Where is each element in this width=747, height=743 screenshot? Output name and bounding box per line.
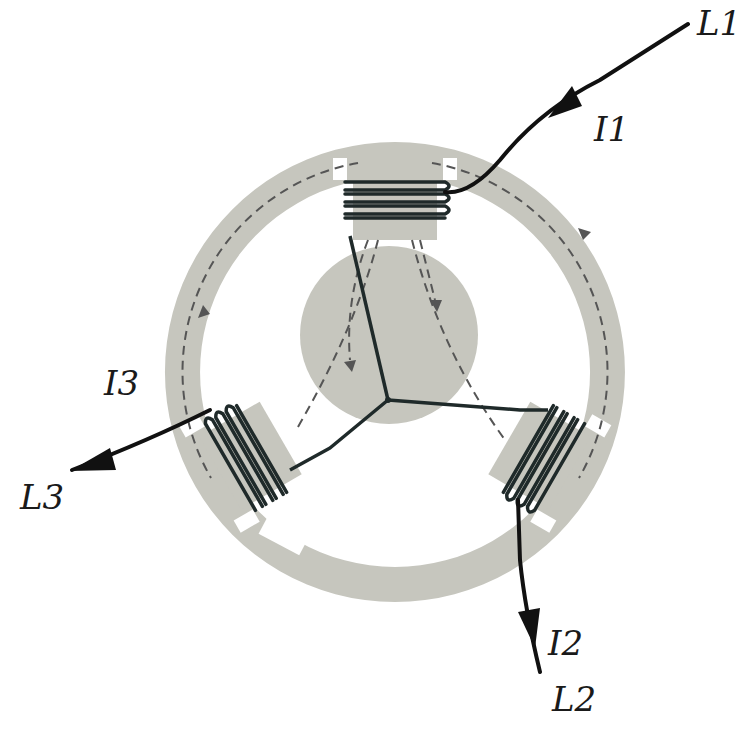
flux-line [183,163,608,478]
rotor [300,246,478,424]
current-arrow [70,86,582,648]
phase-label: L1 [697,6,741,40]
supply-wire [72,24,688,672]
flux-arrow [198,228,591,372]
ring-slot [259,511,312,556]
pole-coil [333,158,457,240]
stator-ring [165,142,625,602]
phase-label: I3 [104,366,139,400]
phase-label: L3 [20,480,64,514]
pole-coil [179,384,312,532]
phase-label: L2 [552,682,596,716]
star-wire [290,236,548,470]
phase-label: I2 [548,626,583,660]
star-point [385,397,391,403]
phase-label: I1 [594,112,629,146]
pole-coil [478,384,611,532]
